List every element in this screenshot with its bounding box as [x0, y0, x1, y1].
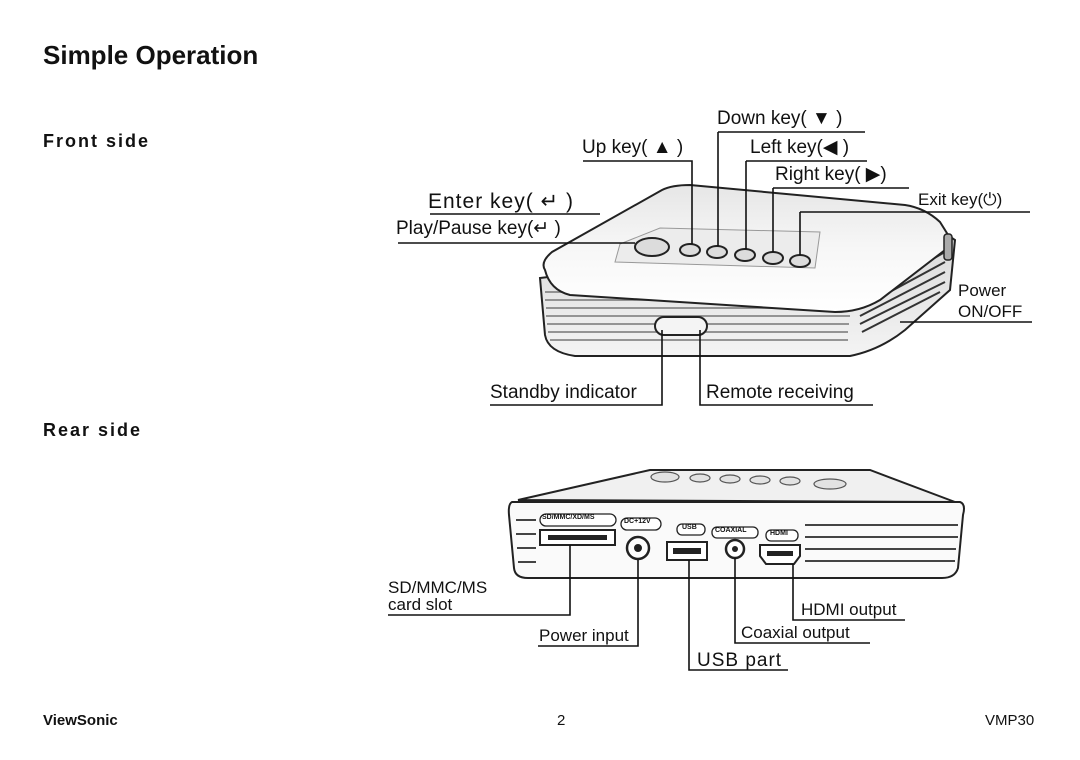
card-slot-label-line1: SD/MMC/MS: [388, 578, 488, 597]
remote-receiving-label: Remote receiving: [706, 382, 854, 403]
play-pause-key-label: Play/Pause key(↵ ): [396, 218, 561, 239]
footer-brand: ViewSonic: [43, 712, 118, 729]
coaxial-jack-pin: [732, 546, 738, 552]
usb-port-mark: USB: [682, 524, 697, 531]
usb-port-tongue: [673, 548, 701, 554]
left-key-label: Left key(◀ ): [750, 137, 850, 158]
up-key-button[interactable]: [679, 243, 701, 257]
down-key-button[interactable]: [706, 245, 728, 259]
standby-indicator-window: [654, 316, 708, 336]
card-slot-label-line2: card slot: [388, 595, 453, 614]
power-input-label: Power input: [539, 626, 629, 645]
hdmi-port-opening: [767, 551, 793, 556]
rear-leader-lines: [388, 545, 905, 671]
front-leader-lines: [398, 131, 1032, 406]
power-label-line1: Power: [958, 281, 1007, 300]
power-switch[interactable]: [943, 233, 953, 261]
footer-page-number: 2: [557, 712, 566, 729]
exit-key-label: Exit key(⏻): [918, 190, 1003, 209]
rear-device-top: [517, 469, 956, 503]
footer-model: VMP30: [985, 712, 1035, 729]
port-marking-pills: [539, 513, 799, 542]
dc-power-jack-pin: [634, 544, 642, 552]
rear-top-buttons: [650, 471, 847, 490]
coaxial-output-label: Coaxial output: [741, 623, 850, 642]
card-port-mark: SD/MMC/XD/MS: [542, 514, 595, 521]
page-title: Simple Operation: [43, 40, 259, 70]
rear-side-heading: Rear side: [43, 420, 143, 440]
front-side-heading: Front side: [43, 131, 151, 151]
coaxial-port-mark: COAXIAL: [715, 527, 747, 534]
enter-key-label: Enter key( ↵ ): [428, 190, 574, 213]
left-key-button[interactable]: [734, 248, 756, 262]
up-key-label: Up key( ▲ ): [582, 137, 684, 158]
rear-vent-stripes: [516, 519, 958, 563]
standby-indicator-label: Standby indicator: [490, 382, 637, 403]
hdmi-port-mark: HDMI: [770, 530, 788, 537]
right-key-label: Right key( ▶): [775, 164, 887, 185]
usb-part-label: USB part: [697, 650, 783, 671]
power-label-line2: ON/OFF: [958, 302, 1023, 321]
card-slot-opening: [548, 535, 607, 540]
dc-port-mark: DC+12V: [624, 518, 651, 525]
hdmi-output-label: HDMI output: [801, 600, 897, 619]
enter-key-button[interactable]: [634, 237, 670, 257]
down-key-label: Down key( ▼ ): [717, 108, 843, 129]
